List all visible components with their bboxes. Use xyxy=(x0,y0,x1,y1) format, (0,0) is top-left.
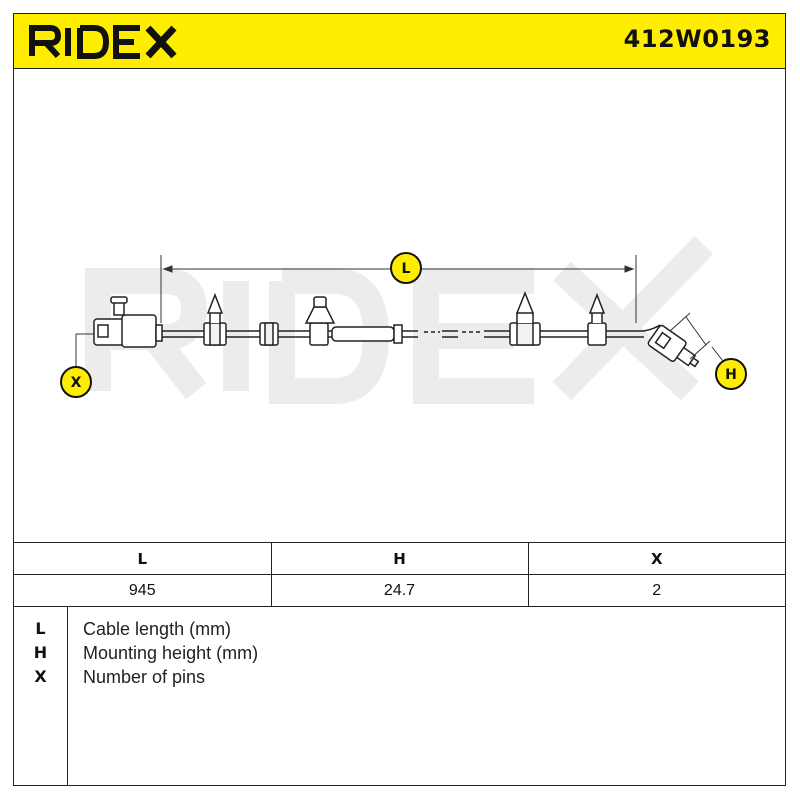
spec-header-x: X xyxy=(527,542,785,575)
spec-value-h: 24.7 xyxy=(270,574,529,607)
svg-text:H: H xyxy=(725,367,737,383)
length-marker: L xyxy=(390,252,422,284)
legend-keys: L H X xyxy=(14,607,68,785)
mounting-clips xyxy=(203,290,607,346)
legend: L H X Cable length (mm) Mounting height … xyxy=(14,607,785,785)
legend-description: Mounting height (mm) xyxy=(83,643,259,663)
legend-descriptions: Cable length (mm) Mounting height (mm) N… xyxy=(83,607,258,689)
spec-value-l: 945 xyxy=(14,574,272,607)
connector-plug xyxy=(93,296,163,348)
spec-header-h: H xyxy=(270,542,529,575)
spec-table: L H X 945 24.7 2 xyxy=(14,542,785,607)
height-dimension xyxy=(669,312,727,366)
legend-key: L xyxy=(35,619,46,638)
sensor-drawing: L xyxy=(60,235,747,404)
sensor-head xyxy=(643,324,700,368)
legend-description: Cable length (mm) xyxy=(83,619,232,639)
part-number: 412W0193 xyxy=(623,25,771,53)
spec-value-x: 2 xyxy=(527,574,785,607)
product-sheet: 412W0193 L xyxy=(13,13,786,786)
svg-text:L: L xyxy=(402,261,411,277)
pins-marker: X xyxy=(60,366,92,398)
cable-sheath xyxy=(331,324,403,344)
legend-description: Number of pins xyxy=(83,667,206,687)
spec-header-l: L xyxy=(14,542,272,575)
legend-key: H xyxy=(33,643,48,662)
ridex-logo xyxy=(29,25,177,59)
spec-header-row: L H X xyxy=(14,542,785,575)
spec-value-row: 945 24.7 2 xyxy=(14,574,785,607)
header-bar: 412W0193 xyxy=(14,14,785,69)
legend-key: X xyxy=(34,667,47,686)
svg-text:X: X xyxy=(71,375,82,391)
height-marker: H xyxy=(715,358,747,390)
